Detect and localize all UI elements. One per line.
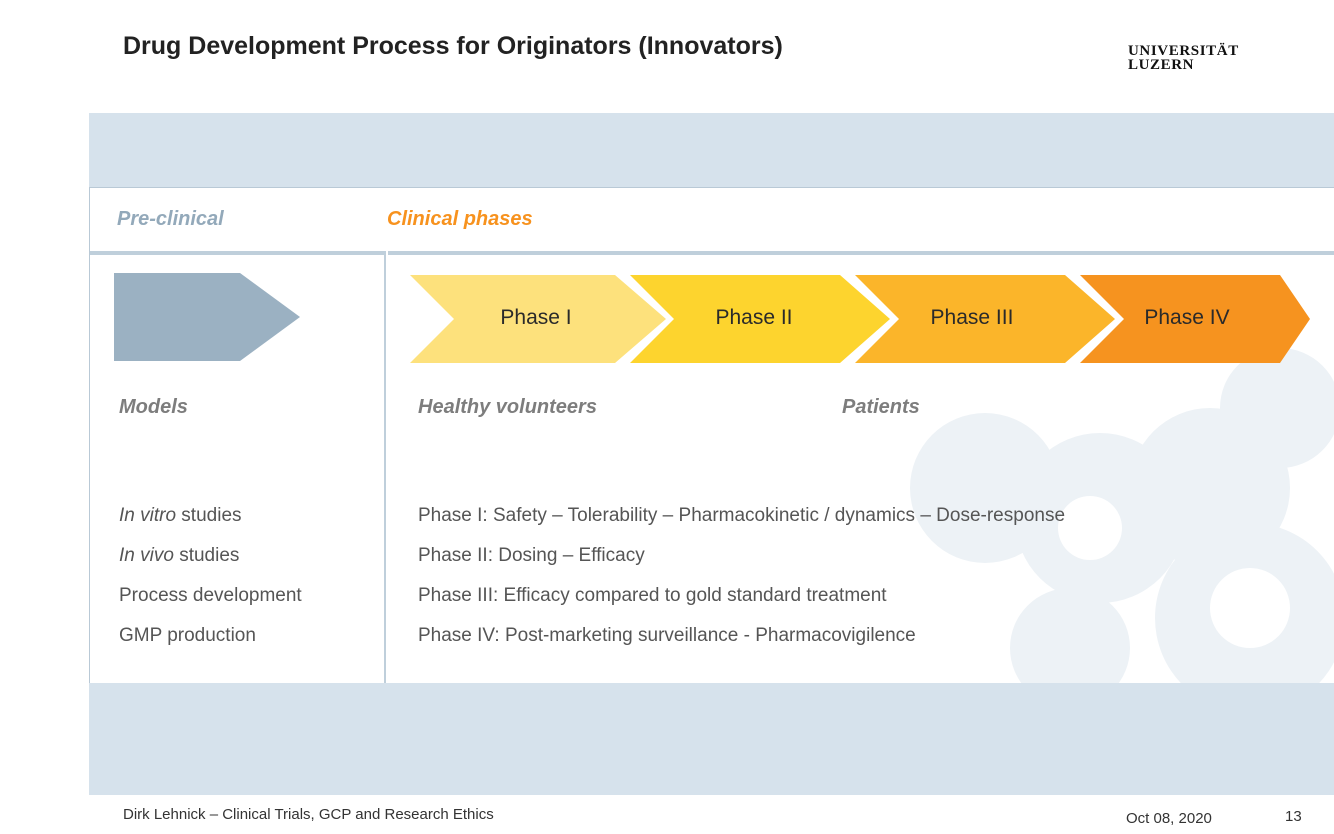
preclinical-arrow — [114, 273, 300, 361]
preclinical-item: In vivo studies — [119, 545, 240, 566]
page-number: 13 — [1285, 808, 1302, 825]
clinical-item: Phase II: Dosing – Efficacy — [418, 545, 645, 566]
university-logo: UNIVERSITÄT LUZERN — [1128, 43, 1239, 73]
clinical-list: Phase I: Safety – Tolerability – Pharmac… — [418, 504, 1065, 664]
preclinical-item: GMP production — [119, 625, 256, 646]
logo-line-2: LUZERN — [1128, 57, 1195, 73]
phase-arrows — [114, 273, 1310, 363]
phase-3-label: Phase III — [930, 306, 1014, 329]
footer-date: Oct 08, 2020 — [1126, 810, 1212, 827]
top-band — [89, 113, 1334, 187]
footer-presenter: Dirk Lehnick – Clinical Trials, GCP and … — [123, 806, 494, 823]
models-label: Models — [119, 396, 188, 418]
clinical-header: Clinical phases — [387, 208, 533, 230]
slide-title: Drug Development Process for Originators… — [123, 32, 783, 60]
phase-1-arrow — [410, 275, 666, 363]
clinical-item: Phase I: Safety – Tolerability – Pharmac… — [418, 505, 1066, 526]
header-divider-left — [90, 251, 384, 255]
bubble-watermark — [910, 348, 1334, 684]
clinical-item: Phase III: Efficacy compared to gold sta… — [418, 585, 887, 606]
process-panel: Pre-clinical Clinical phases Phase I Pha… — [89, 187, 1334, 684]
phase-4-arrow — [1080, 275, 1310, 363]
bottom-band — [89, 683, 1334, 795]
header-divider-right — [388, 251, 1334, 255]
preclinical-item: Process development — [119, 585, 302, 606]
healthy-volunteers-label: Healthy volunteers — [418, 396, 597, 418]
preclinical-header: Pre-clinical — [117, 208, 224, 230]
phase-3-arrow — [855, 275, 1115, 363]
logo-line-1: UNIVERSITÄT — [1128, 43, 1239, 59]
preclinical-list: In vitro studies In vivo studies Process… — [119, 504, 302, 664]
phase-2-arrow — [630, 275, 890, 363]
phase-1-label: Phase I — [500, 306, 572, 329]
clinical-item: Phase IV: Post-marketing surveillance - … — [418, 625, 916, 646]
phase-4-label: Phase IV — [1144, 306, 1230, 329]
phase-2-label: Phase II — [715, 306, 793, 329]
patients-label: Patients — [842, 396, 920, 418]
preclinical-item: In vitro studies — [119, 505, 242, 526]
column-divider — [384, 251, 386, 684]
